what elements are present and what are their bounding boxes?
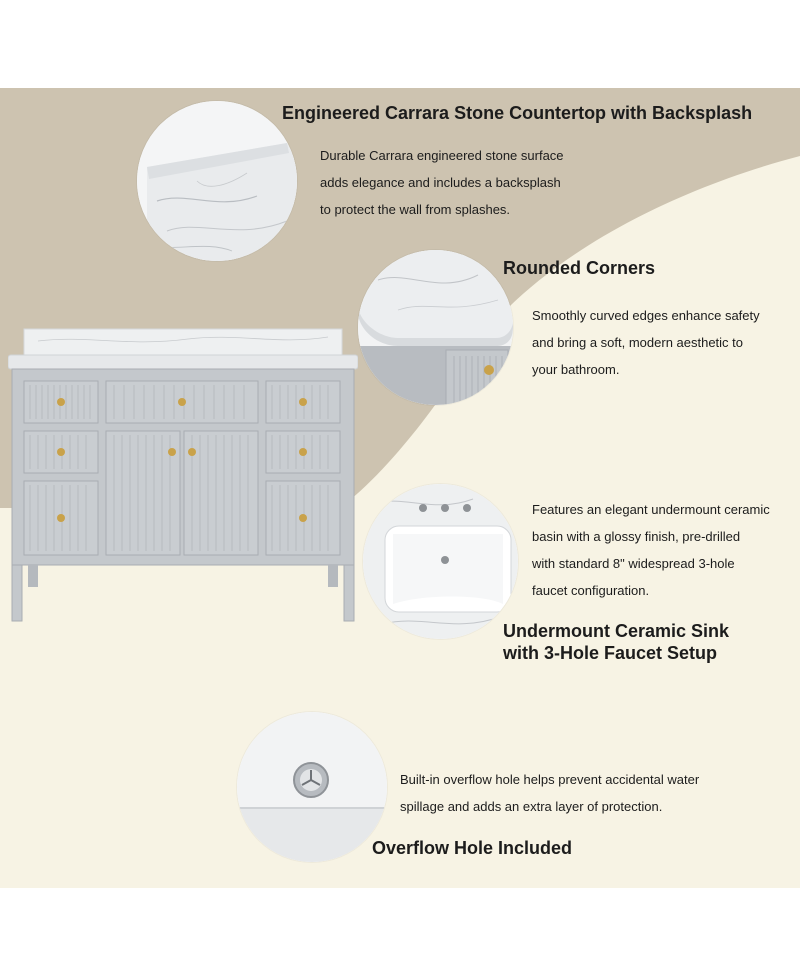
description-line: spillage and adds an extra layer of prot… xyxy=(400,799,663,814)
marble-backsplash-icon xyxy=(137,101,297,261)
description-line: to protect the wall from splashes. xyxy=(320,202,511,217)
vanity-product-image xyxy=(8,328,358,622)
sink-heading-line: with 3-Hole Faucet Setup xyxy=(503,643,718,663)
description-line: faucet configuration. xyxy=(532,583,650,598)
sink-closeup-image xyxy=(363,484,518,639)
countertop-description: Durable Carrara engineered stone surface… xyxy=(320,142,564,223)
rounded-corners-heading: Rounded Corners xyxy=(503,258,656,278)
countertop-closeup-image xyxy=(137,101,297,261)
feature-canvas: Engineered Carrara Stone Countertop with… xyxy=(0,88,800,888)
description-line: Features an elegant undermount ceramic xyxy=(532,502,770,517)
description-line: adds elegance and includes a backsplash xyxy=(320,175,561,190)
overflow-heading: Overflow Hole Included xyxy=(372,838,573,858)
description-line: basin with a glossy finish, pre-drilled xyxy=(532,529,741,544)
description-line: your bathroom. xyxy=(532,362,620,377)
rounded-corners-description: Smoothly curved edges enhance safety and… xyxy=(532,302,760,383)
description-line: and bring a soft, modern aesthetic to xyxy=(532,335,744,350)
rounded-corner-closeup-image xyxy=(358,250,513,405)
description-line: Durable Carrara engineered stone surface xyxy=(320,148,564,163)
description-line: Smoothly curved edges enhance safety xyxy=(532,308,760,323)
countertop-heading: Engineered Carrara Stone Countertop with… xyxy=(282,103,753,123)
sink-heading-line: Undermount Ceramic Sink xyxy=(503,621,730,641)
sink-heading: Undermount Ceramic Sink with 3-Hole Fauc… xyxy=(503,620,729,664)
description-line: with standard 8" widespread 3-hole xyxy=(532,556,735,571)
undermount-sink-icon xyxy=(363,484,518,639)
sink-description: Features an elegant undermount ceramic b… xyxy=(532,496,770,604)
overflow-hole-icon xyxy=(237,712,387,862)
overflow-hole-closeup-image xyxy=(237,712,387,862)
overflow-description: Built-in overflow hole helps prevent acc… xyxy=(400,766,699,820)
rounded-corner-icon xyxy=(358,250,513,405)
description-line: Built-in overflow hole helps prevent acc… xyxy=(400,772,700,787)
